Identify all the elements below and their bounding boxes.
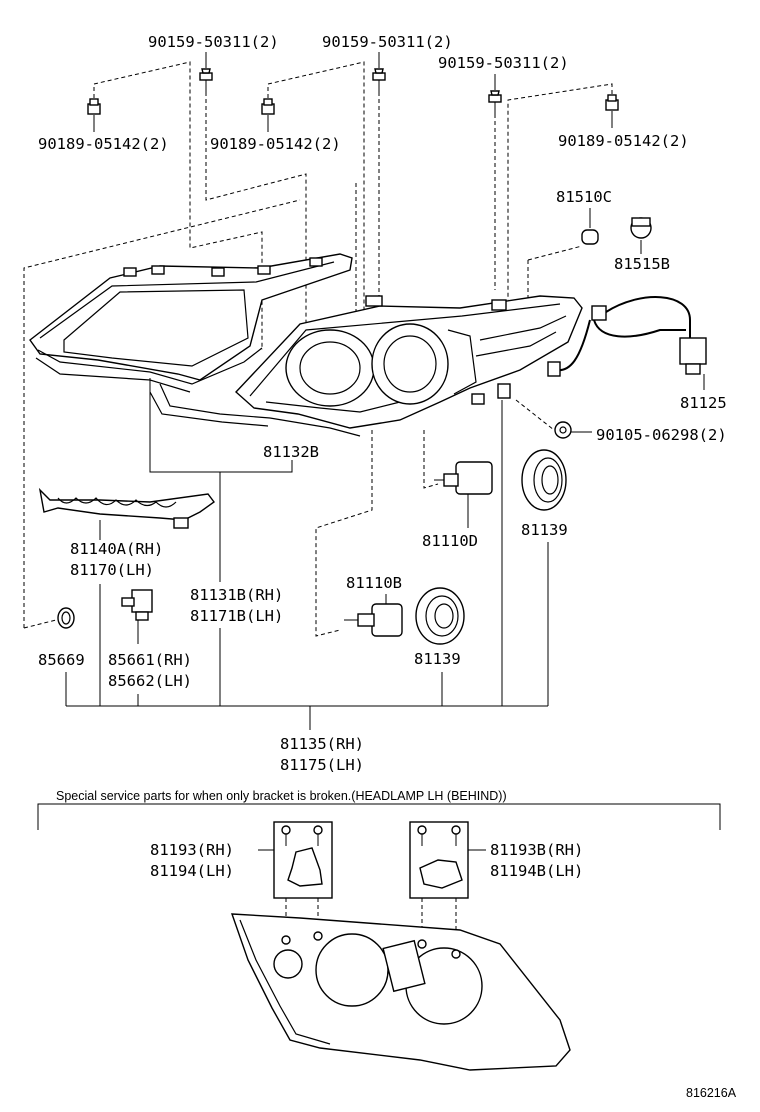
bolt-90159-left-icon (199, 68, 213, 92)
label-bolt-right: 90159-50311(2) (438, 54, 569, 72)
grommet-90189-center-icon (261, 98, 275, 115)
bolt-90159-center-icon (372, 68, 386, 92)
diagram-code: 816216A (686, 1086, 737, 1100)
label-81110d: 81110D (422, 532, 478, 550)
grommet-90189-right-icon (605, 94, 619, 111)
label-81515b: 81515B (614, 255, 670, 273)
label-bolt-left: 90159-50311(2) (148, 33, 279, 51)
label-85661: 85661(RH) (108, 651, 192, 669)
label-bolt-center: 90159-50311(2) (322, 33, 453, 51)
assembly-dashed-lines (23, 61, 613, 637)
part-labels: 90159-50311(2) 90159-50311(2) 90159-5031… (38, 33, 737, 1100)
leveling-motor-85661-icon (121, 589, 153, 644)
o-ring-85669-icon (57, 607, 75, 629)
service-parts-note: Special service parts for when only brac… (56, 789, 507, 803)
label-85662: 85662(LH) (108, 672, 192, 690)
socket-81515b-icon (630, 217, 652, 254)
label-81135: 81135(RH) (280, 735, 364, 753)
label-81193: 81193(RH) (150, 841, 234, 859)
headlamp-housing (149, 295, 583, 437)
label-81139-upper: 81139 (521, 521, 568, 539)
bracket-81193-box (258, 821, 333, 938)
headlamp-rear-view (230, 913, 571, 1071)
label-grommet-left: 90189-05142(2) (38, 135, 169, 153)
assembly-leader-bracket (65, 400, 549, 730)
wire-harness-81125-icon (547, 296, 707, 390)
label-81175: 81175(LH) (280, 756, 364, 774)
dust-cap-81139-upper-icon (521, 449, 567, 511)
grommet-90189-left-icon (87, 98, 101, 115)
bolt-90159-right-icon (488, 90, 502, 114)
trim-81140a-icon (38, 487, 215, 529)
label-85669: 85669 (38, 651, 85, 669)
headlamp-lens-81132b (29, 253, 353, 393)
label-90105: 90105-06298(2) (596, 426, 727, 444)
label-81194b: 81194B(LH) (490, 862, 583, 880)
label-81171b: 81171B(LH) (190, 607, 283, 625)
service-parts-frame (37, 803, 721, 830)
label-81170: 81170(LH) (70, 561, 154, 579)
dust-cap-81139-lower-icon (415, 587, 465, 645)
lens-leader (149, 378, 293, 473)
bulb-81110d-icon (434, 461, 493, 528)
label-81193b: 81193B(RH) (490, 841, 583, 859)
label-81510c: 81510C (556, 188, 612, 206)
bulb-81510c-icon (581, 208, 599, 245)
label-grommet-right: 90189-05142(2) (558, 132, 689, 150)
label-81110b: 81110B (346, 574, 402, 592)
label-81132b: 81132B (263, 443, 319, 461)
screw-90105-icon (554, 421, 592, 439)
label-81125: 81125 (680, 394, 727, 412)
label-81194: 81194(LH) (150, 862, 234, 880)
bulb-81110b-icon (344, 594, 403, 637)
label-81131b: 81131B(RH) (190, 586, 283, 604)
label-81140a: 81140A(RH) (70, 540, 163, 558)
label-grommet-center: 90189-05142(2) (210, 135, 341, 153)
fastener-leader-lines (93, 52, 613, 132)
label-81139-lower: 81139 (414, 650, 461, 668)
